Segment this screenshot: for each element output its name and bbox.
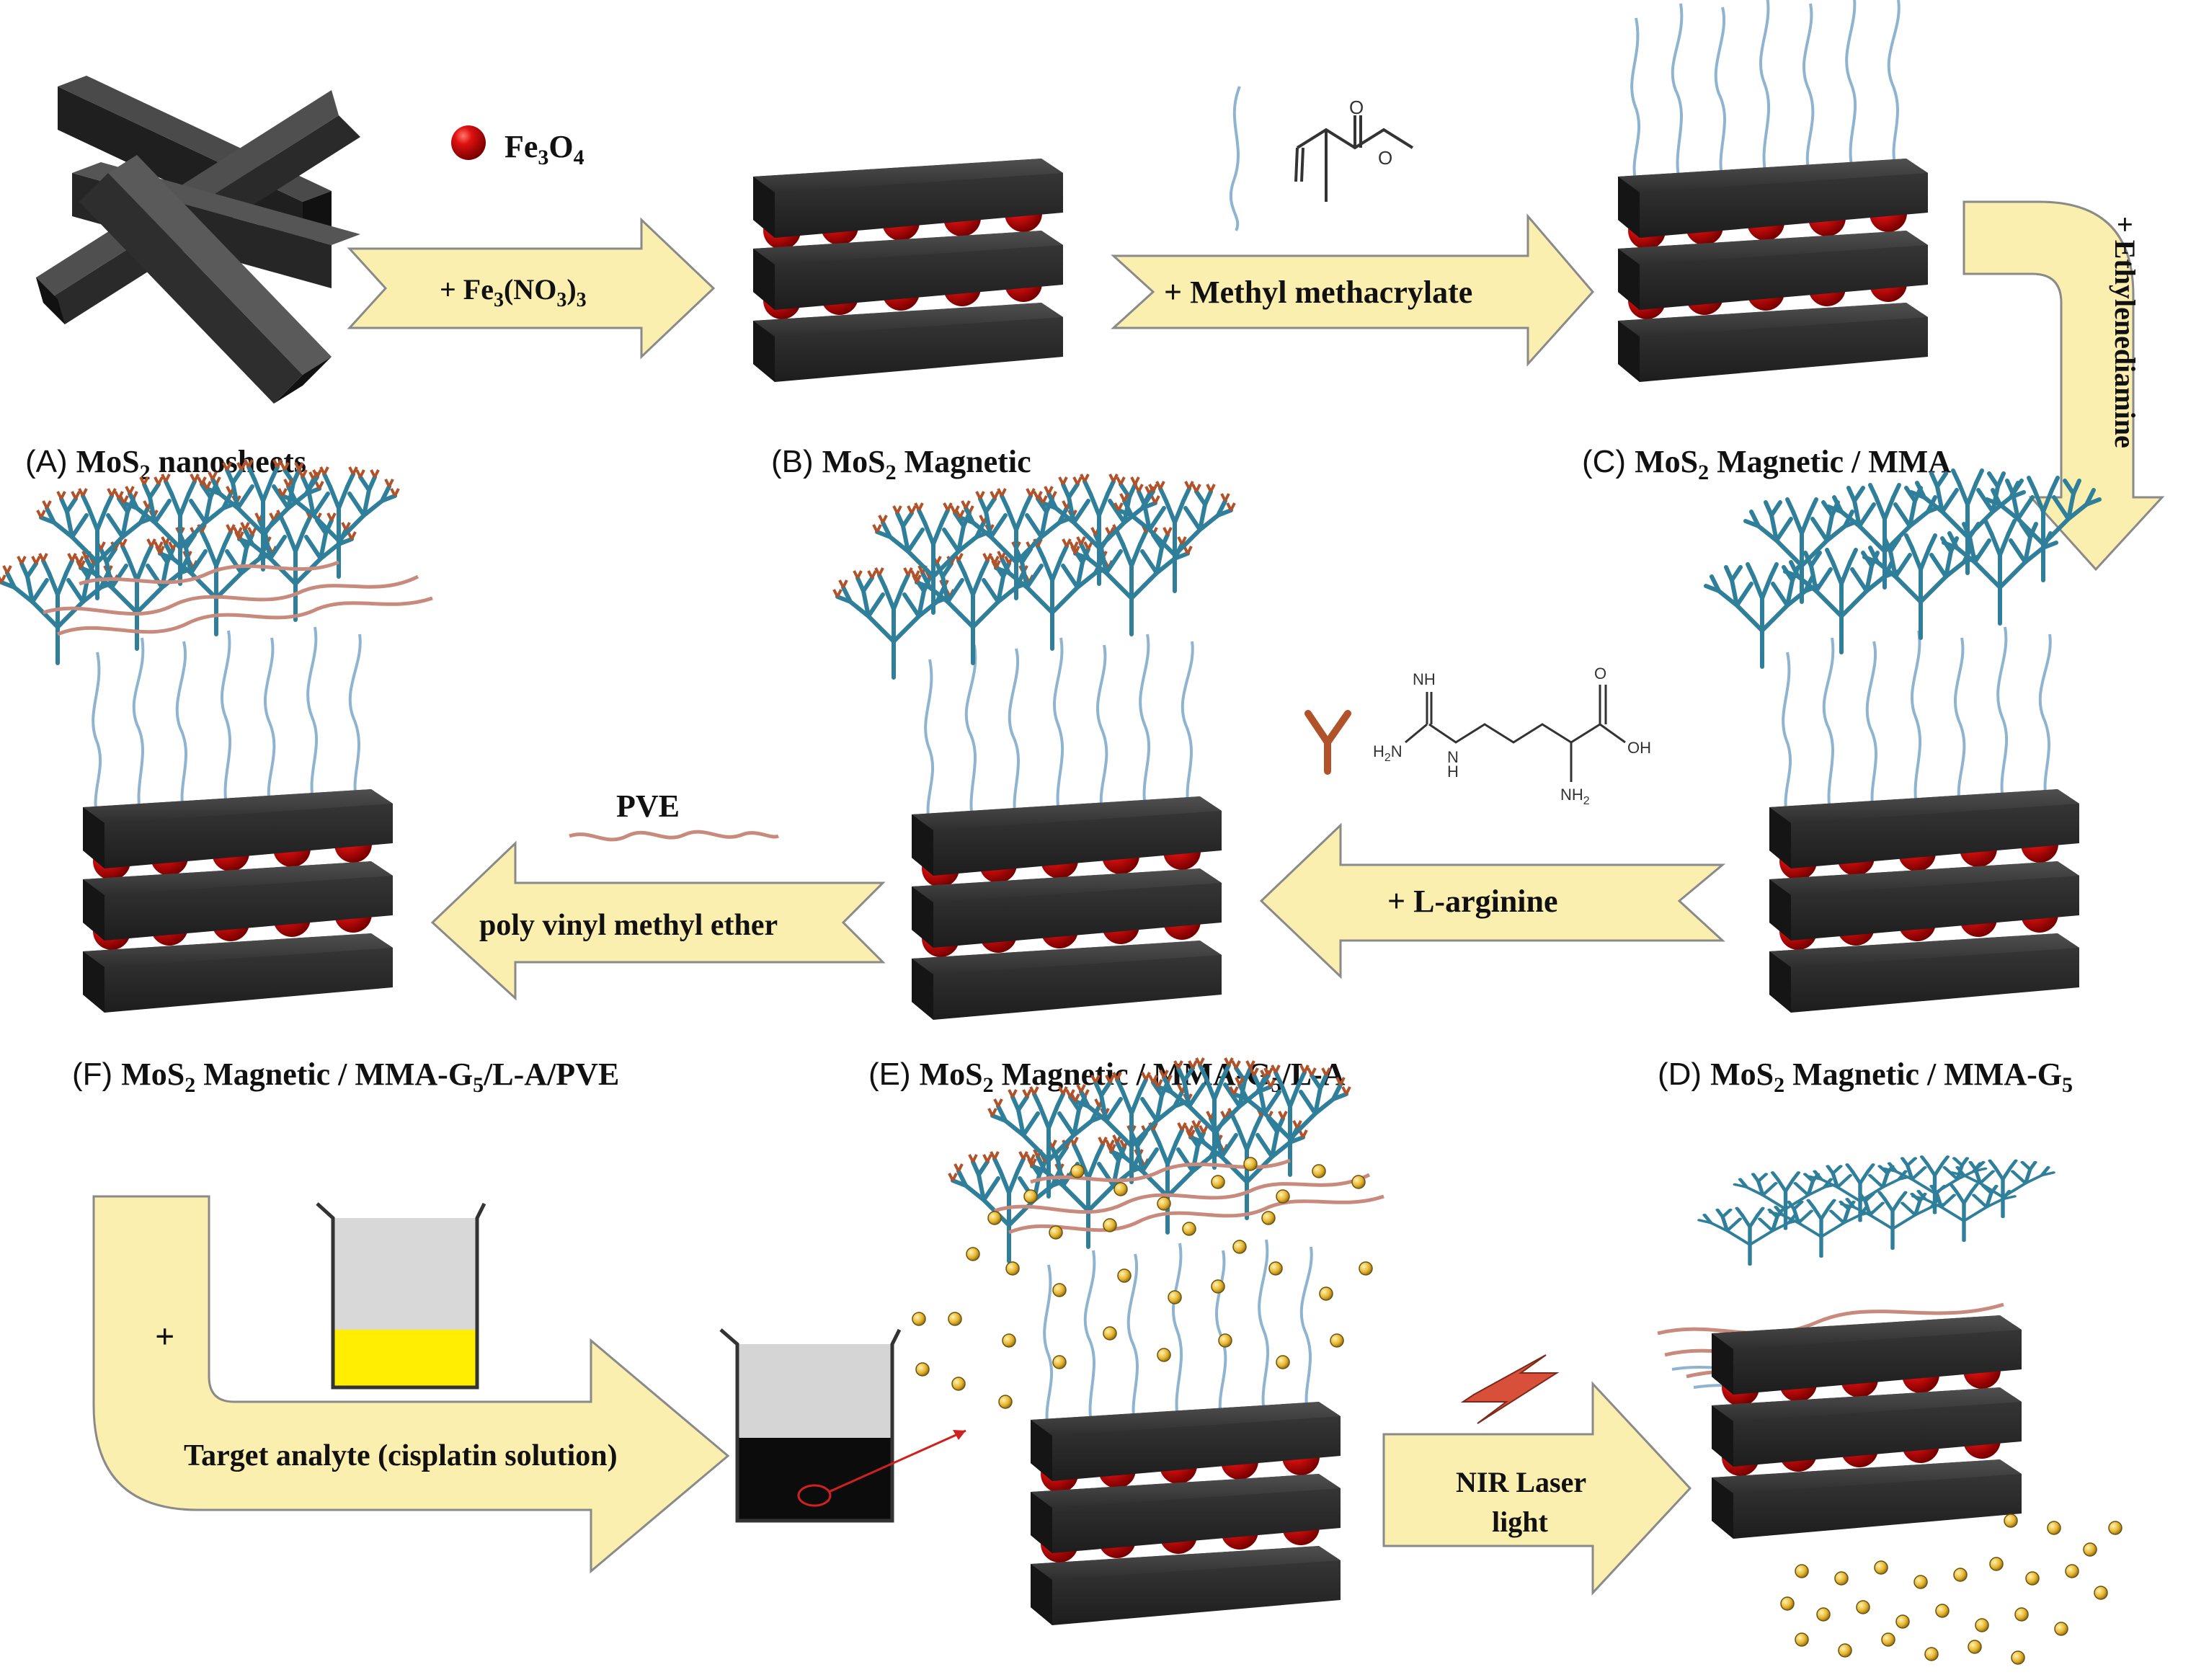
- laser-bolt-icon: [1460, 1354, 1560, 1424]
- label-a-prefix: (A): [25, 444, 68, 479]
- fe3o4-sub1: 3: [538, 146, 548, 169]
- chem-n-h: H: [1447, 763, 1459, 781]
- label-f-sub: 2: [185, 1073, 195, 1097]
- arrow1-sub2: 3: [556, 289, 566, 311]
- pve-strand-icon: [569, 830, 780, 842]
- chem-n: N: [1447, 748, 1459, 766]
- label-c-sub: 2: [1698, 461, 1709, 484]
- fe3o4-nanoparticle-icon: [451, 125, 486, 160]
- label-d-rest: Magnetic / MMA-G: [1784, 1057, 2062, 1092]
- arginine-icon: [1304, 710, 1351, 775]
- arrow-l-arginine: + L-arginine: [1259, 822, 1726, 979]
- arrow-nir-laser: NIR Laser light: [1382, 1381, 1692, 1596]
- arrow4-label: + L-arginine: [1387, 884, 1558, 919]
- fe3o4-sub2: 4: [574, 146, 584, 169]
- arrow1-text: + Fe: [440, 273, 494, 306]
- svg-text:+ Fe3(NO3)3: + Fe3(NO3)3: [440, 273, 587, 311]
- label-d-text: MoS: [1710, 1057, 1774, 1092]
- label-b-text: MoS: [822, 444, 886, 479]
- arrow1-end: ): [566, 273, 576, 306]
- arrow-fe-nitrate: + Fe3(NO3)3: [347, 217, 716, 360]
- label-b-rest: Magnetic: [897, 444, 1031, 479]
- mos2-nanosheets-graphic: [36, 76, 360, 404]
- cisplatin-particles: [912, 1157, 1373, 1409]
- drug-loaded-nanocarrier: [912, 1058, 1384, 1625]
- chem-nh: NH: [1413, 670, 1436, 688]
- arrow7-line2: light: [1492, 1506, 1548, 1538]
- fe3o4-legend: Fe3O4: [451, 125, 584, 169]
- label-f-rest2: /L-A/PVE: [483, 1057, 619, 1092]
- arrow1-sub3: 3: [577, 289, 587, 311]
- chem-oh: OH: [1627, 739, 1651, 757]
- label-b-sub: 2: [886, 461, 897, 484]
- arrow-methyl-methacrylate: + Methyl methacrylate: [1111, 213, 1594, 367]
- arrow-poly-vinyl-methyl-ether: poly vinyl methyl ether: [430, 840, 886, 1001]
- label-f-prefix: (F): [72, 1057, 112, 1092]
- svg-text:Fe3O4: Fe3O4: [504, 129, 584, 169]
- label-f: (F) MoS2 Magnetic / MMA-G5/L-A/PVE: [72, 1057, 619, 1097]
- arrow3-label: + Ethylenediamine: [2109, 216, 2141, 448]
- label-c: (C) MoS2 Magnetic / MMA: [1582, 444, 1951, 484]
- arrow5-label: poly vinyl methyl ether: [479, 909, 778, 942]
- label-d-sub: 2: [1774, 1073, 1784, 1097]
- mma-molecule: O O: [1229, 86, 1414, 231]
- label-d-sub2: 5: [2062, 1073, 2073, 1097]
- chem-h2n: H2N: [1373, 742, 1402, 764]
- l-arginine-molecule: NH H2N N H O OH NH2: [1304, 665, 1651, 807]
- chem-h2n-h: H: [1373, 742, 1384, 760]
- label-f-text: MoS: [121, 1057, 185, 1092]
- arrow6-plus: +: [155, 1317, 174, 1356]
- mos2-magnetic-mma-g5-la-block: [834, 474, 1235, 1020]
- label-c-rest: Magnetic / MMA: [1709, 444, 1951, 479]
- label-f-rest: Magnetic / MMA-G: [195, 1057, 473, 1092]
- fe3o4-text: Fe: [504, 129, 538, 164]
- chem-nh2-sub: 2: [1583, 795, 1590, 807]
- arrow-target-analyte: + Target analyte (cisplatin solution): [92, 1195, 730, 1574]
- mos2-magnetic-mma-block: [1618, 0, 1928, 382]
- chem-o: O: [1594, 665, 1606, 683]
- label-e-prefix: (E): [868, 1057, 911, 1092]
- label-b: (B)MoS2 Magnetic: [771, 444, 1031, 484]
- arrow2-label: + Methyl methacrylate: [1164, 275, 1472, 310]
- pve-legend: PVE: [569, 788, 780, 842]
- label-e-sub: 2: [983, 1073, 994, 1097]
- mma-o-ester: O: [1378, 147, 1392, 169]
- mma-o-carbonyl: O: [1349, 97, 1364, 118]
- chem-h2n-n: N: [1391, 742, 1402, 760]
- arrow1-mid: (NO: [504, 273, 556, 306]
- sample-beaker-icon: [719, 1328, 966, 1523]
- arrow1-sub1: 3: [494, 289, 504, 311]
- label-b-prefix: (B): [771, 444, 814, 479]
- label-a-text: MoS: [76, 444, 140, 479]
- mos2-magnetic-block: [753, 159, 1063, 382]
- arrow7-line1: NIR Laser: [1456, 1466, 1586, 1498]
- label-d: (D)MoS2 Magnetic / MMA-G5: [1658, 1057, 2073, 1097]
- chem-nh2: NH2: [1560, 786, 1590, 807]
- chem-h2n-sub: 2: [1384, 752, 1391, 764]
- label-e-text: MoS: [920, 1057, 983, 1092]
- arrow-ethylenediamine: + Ethylenediamine: [1962, 200, 2165, 572]
- cisplatin-beaker-icon: [316, 1202, 486, 1390]
- pve-label: PVE: [616, 788, 680, 824]
- label-f-sub2: 5: [473, 1073, 484, 1097]
- label-c-prefix: (C): [1582, 444, 1626, 479]
- mos2-magnetic-mma-g5-la-pve-block: [0, 460, 432, 1013]
- arrow6-label: Target analyte (cisplatin solution): [184, 1439, 618, 1472]
- released-cisplatin-particles: [1780, 1514, 2122, 1665]
- mos2-magnetic-mma-g5-block: [1706, 471, 2099, 1013]
- fe3o4-o: O: [548, 129, 573, 164]
- chem-nh2-nh: NH: [1560, 786, 1583, 804]
- label-c-text: MoS: [1635, 444, 1698, 479]
- label-d-prefix: (D): [1658, 1057, 1702, 1092]
- drug-released-nanocarrier: [1657, 1157, 2122, 1665]
